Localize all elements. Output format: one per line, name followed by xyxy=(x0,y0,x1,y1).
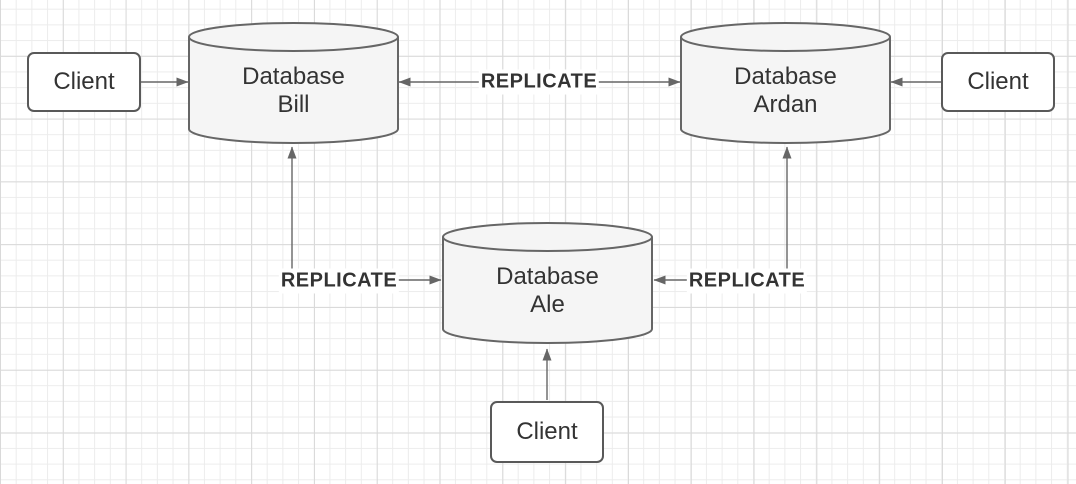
node-client-left[interactable]: Client xyxy=(27,52,141,112)
node-label: Client xyxy=(967,68,1029,95)
node-database-bill[interactable]: Database Bill xyxy=(187,21,400,145)
node-label: Client xyxy=(516,418,578,445)
node-label: Client xyxy=(53,68,115,95)
cylinder-icon xyxy=(680,22,891,144)
edge-label-replicate-top[interactable]: REPLICATE xyxy=(478,69,600,95)
node-database-ale[interactable]: Database Ale xyxy=(441,221,654,345)
node-client-right[interactable]: Client xyxy=(941,52,1055,112)
node-label: Database Ardan xyxy=(734,63,837,118)
node-label: Database Bill xyxy=(242,63,345,118)
edge-label-replicate-left[interactable]: REPLICATE xyxy=(278,268,400,294)
node-database-ardan[interactable]: Database Ardan xyxy=(679,21,892,145)
node-label: Database Ale xyxy=(496,263,599,318)
cylinder-icon xyxy=(442,222,653,344)
cylinder-icon xyxy=(188,22,399,144)
edge-label-replicate-right[interactable]: REPLICATE xyxy=(686,268,808,294)
node-client-bottom[interactable]: Client xyxy=(490,401,604,463)
